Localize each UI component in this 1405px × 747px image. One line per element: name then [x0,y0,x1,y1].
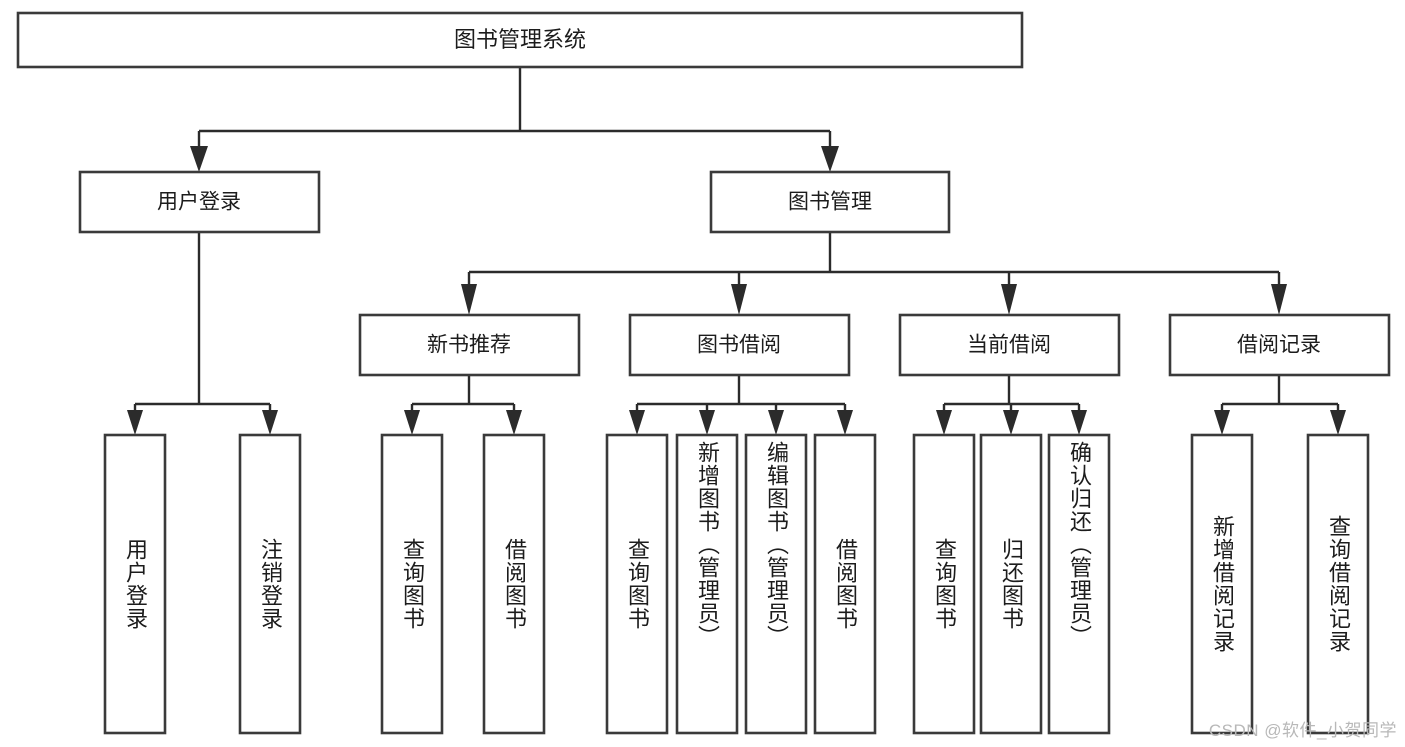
arrowhead-currentborrow-leaf-3 [1071,410,1087,435]
label-borrow-record: 借阅记录 [1237,334,1321,357]
node-user-login[interactable] [78,170,321,234]
node-leaf-query-book-cb[interactable] [912,433,976,735]
node-leaf-query-book-bb[interactable] [605,433,669,735]
node-borrow-record[interactable] [1168,313,1391,377]
arrowhead-leaf-user-login [127,410,143,435]
node-leaf-add-borrow-record[interactable] [1190,433,1254,735]
arrowhead-bookborrow-leaf-1 [629,410,645,435]
node-current-borrow[interactable] [898,313,1121,377]
arrowhead-bookborrow-leaf-4 [837,410,853,435]
arrowhead-newbook-leaf-2 [506,410,522,435]
connector-layer [127,67,1346,435]
node-leaf-borrow-book-nb[interactable] [482,433,546,735]
label-user-login: 用户登录 [157,191,241,214]
node-leaf-user-login[interactable] [103,433,167,735]
arrowhead-bookborrow-leaf-3 [768,410,784,435]
node-layer [16,11,1391,735]
arrowhead-currentborrow-leaf-1 [936,410,952,435]
node-leaf-add-book-admin[interactable] [675,433,739,735]
arrowhead-bookborrow-leaf-2 [699,410,715,435]
arrowhead-borrowrecord-leaf-1 [1214,410,1230,435]
label-layer: 图书管理系统 用户登录 图书管理 新书推荐 图书借阅 当前借阅 借阅记录 [157,27,1321,357]
arrowhead-book-borrow [731,284,747,315]
node-leaf-query-borrow-record[interactable] [1306,433,1370,735]
arrowhead-new-book [461,284,477,315]
arrowhead-current-borrow [1001,284,1017,315]
arrowhead-borrowrecord-leaf-2 [1330,410,1346,435]
arrowhead-borrow-record [1271,284,1287,315]
label-root: 图书管理系统 [454,27,586,52]
node-leaf-return-book[interactable] [979,433,1043,735]
arrowhead-leaf-logout [262,410,278,435]
node-new-book-recommend[interactable] [358,313,581,377]
label-current-borrow: 当前借阅 [967,334,1051,357]
node-leaf-borrow-book-bb[interactable] [813,433,877,735]
label-new-book-recommend: 新书推荐 [427,334,511,357]
label-book-management: 图书管理 [788,191,872,214]
node-leaf-query-book-nb[interactable] [380,433,444,735]
arrowhead-book-manage [821,146,839,172]
label-book-borrow: 图书借阅 [697,334,781,357]
arrowhead-currentborrow-leaf-2 [1003,410,1019,435]
arrowhead-user-login [190,146,208,172]
arrowhead-newbook-leaf-1 [404,410,420,435]
node-leaf-edit-book-admin[interactable] [744,433,808,735]
watermark: CSDN @软件_小贺同学 [1208,721,1397,740]
node-root-book-management-system[interactable] [16,11,1024,69]
node-leaf-confirm-return-admin[interactable] [1047,433,1111,735]
node-leaf-logout[interactable] [238,433,302,735]
node-book-management[interactable] [709,170,951,234]
node-book-borrow[interactable] [628,313,851,377]
